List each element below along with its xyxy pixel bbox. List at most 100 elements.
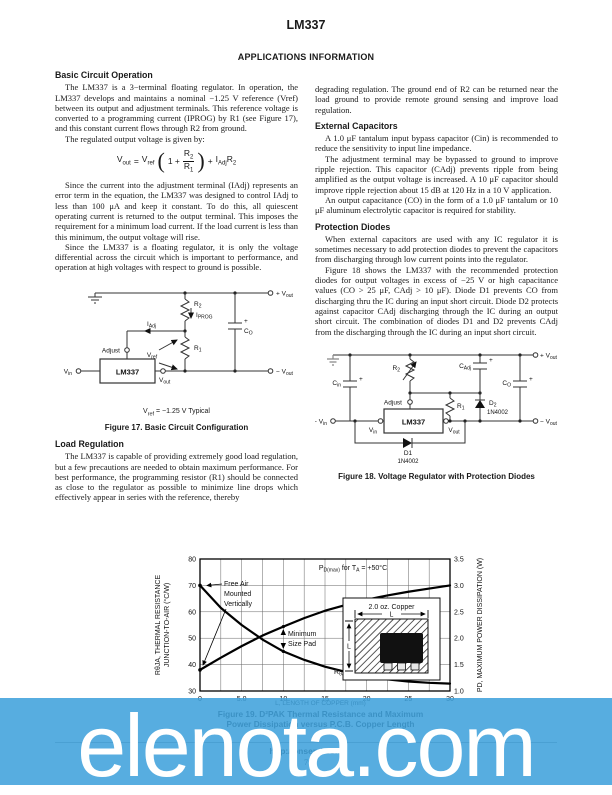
section-title: APPLICATIONS INFORMATION xyxy=(237,52,375,62)
svg-text:2.5: 2.5 xyxy=(454,609,464,616)
free-air-annotation-line2: Mounted xyxy=(224,591,251,598)
ground-symbol xyxy=(327,354,339,366)
minus-vout-label: − Vout xyxy=(276,368,293,377)
min-pad-point-top xyxy=(281,625,285,629)
left-column: Basic Circuit Operation The LM337 is a 3… xyxy=(55,70,298,503)
vin-pin xyxy=(377,418,384,424)
paragraph: Since the LM337 is a floating regulator,… xyxy=(55,241,298,273)
free-air-point-bottom xyxy=(198,668,202,672)
right-column: degrading regulation. The ground end of … xyxy=(313,84,558,483)
resistor-r2 xyxy=(179,298,191,322)
vout-terminal xyxy=(160,367,166,374)
vin-label: Vin xyxy=(369,427,377,436)
heading-protection-diodes: Protection Diodes xyxy=(315,221,391,232)
minus-vout-terminal xyxy=(267,367,274,374)
vref-label: Vref xyxy=(147,352,158,361)
minus-vin-label: − Vin xyxy=(315,418,327,427)
heading-load-regulation: Load Regulation xyxy=(55,439,124,449)
figure18-diagram: + Vout Cin + R2 Adjust xyxy=(313,352,557,465)
heading-external-capacitors: External Capacitors xyxy=(315,120,398,131)
min-pad-annotation-line2: Size Pad xyxy=(288,641,316,648)
capacitor-cadj xyxy=(473,354,487,393)
figure17: + Vout R2 IPROG IAdj Adjust LM337 R1 Vre… xyxy=(55,279,298,433)
fig17-note: Vref = −1.25 V Typical xyxy=(142,408,210,418)
co-label: CO xyxy=(502,380,511,389)
vout-label: Vout xyxy=(448,427,460,436)
copper-pad-inset: 2.0 oz. Copper L L xyxy=(342,597,441,681)
adjust-label: Adjust xyxy=(384,399,402,406)
cadj-label: CAdj xyxy=(459,363,471,372)
adjust-label: Adjust xyxy=(102,347,120,354)
svg-text:1.0: 1.0 xyxy=(454,689,464,696)
svg-text:3.0: 3.0 xyxy=(454,583,464,590)
cin-label: Cin xyxy=(332,380,341,389)
d2-label: D2 xyxy=(489,400,497,409)
free-air-annotation-line3: Vertically xyxy=(224,601,253,608)
iprog-label: IPROG xyxy=(196,312,213,321)
svg-text:60: 60 xyxy=(188,609,196,616)
lm337-box xyxy=(383,408,444,434)
adjust-terminal xyxy=(407,399,413,405)
resistor-r1 xyxy=(444,397,456,417)
paragraph: The LM337 is capable of providing extrem… xyxy=(55,451,298,503)
watermark-band xyxy=(0,698,612,785)
diode-d1 xyxy=(403,437,412,448)
r2-label: R2 xyxy=(194,301,202,310)
fig17-caption: Figure 17. Basic Circuit Configuration xyxy=(104,422,249,432)
svg-text:2.0: 2.0 xyxy=(454,636,464,643)
cin-plus-label: + xyxy=(359,376,363,383)
left-axis-label-line2: JUNCTION-TO-AIR (°C/W) xyxy=(163,583,171,667)
plus-vout-terminal xyxy=(267,289,274,296)
adjust-terminal xyxy=(124,346,130,353)
svg-text:3.5: 3.5 xyxy=(454,557,464,564)
figure17-diagram: + Vout R2 IPROG IAdj Adjust LM337 R1 Vre… xyxy=(64,289,293,386)
vout-label: Vout xyxy=(159,377,171,386)
inset-dim-v-label: L xyxy=(347,644,351,651)
paragraph: Since the current into the adjustment te… xyxy=(55,180,298,242)
diode-d1-branch xyxy=(354,420,466,444)
plus-vout-terminal xyxy=(532,352,539,358)
minus-vout-label: − Vout xyxy=(540,418,557,427)
svg-text:30: 30 xyxy=(188,689,196,696)
min-pad-annotation-line1: Minimum xyxy=(288,631,317,638)
paragraph: degrading regulation. The ground end of … xyxy=(315,84,558,115)
paragraph: The regulated output voltage is given by… xyxy=(65,133,205,144)
pdmax-annotation: PD(max) for TA = +50°C xyxy=(319,564,387,574)
svg-text:80: 80 xyxy=(188,557,196,564)
free-air-point-top xyxy=(198,583,202,588)
vin-label: Vin xyxy=(64,368,72,377)
iadj-label: IAdj xyxy=(147,321,156,330)
paragraph: An output capacitance (CO) in the form o… xyxy=(315,194,558,216)
paragraph: The adjustment terminal may be bypassed … xyxy=(315,153,558,195)
svg-text:50: 50 xyxy=(188,636,196,643)
page-title: LM337 xyxy=(286,18,326,32)
cadj-plus-label: + xyxy=(489,357,493,364)
co-plus-label: + xyxy=(244,318,248,325)
svg-text:1.5: 1.5 xyxy=(454,662,464,669)
paragraph: Figure 18 shows the LM337 with the recom… xyxy=(315,264,558,337)
r2-label: R2 xyxy=(393,365,401,374)
watermark-text: elenota.com xyxy=(77,696,536,795)
chart-series xyxy=(198,584,452,685)
co-plus-label: + xyxy=(529,376,533,383)
ground-symbol xyxy=(88,292,102,304)
lm337-box-label: LM337 xyxy=(116,367,139,376)
inset-dim-h-label: L xyxy=(390,612,394,619)
heading-basic-circuit-operation: Basic Circuit Operation xyxy=(55,70,153,80)
minus-vout-terminal xyxy=(532,418,539,424)
left-axis-label-line1: RθJA, THERMAL RESISTANCE xyxy=(155,575,162,676)
min-pad-point-bottom xyxy=(281,649,285,653)
free-air-annotation-line1: Free Air xyxy=(224,581,249,588)
paragraph: The LM337 is a 3−terminal floating regul… xyxy=(55,82,298,134)
paragraph: A 1.0 μF tantalum input bypass capacitor… xyxy=(315,133,558,154)
d2pak-package xyxy=(380,633,423,663)
right-axis-label: PD, MAXIMUM POWER DISSIPATION (W) xyxy=(477,558,484,692)
figure18: + Vout Cin + R2 Adjust xyxy=(313,343,558,483)
plus-vout-label: + Vout xyxy=(276,290,293,299)
capacitor-co xyxy=(513,354,527,421)
lm337-box-label: LM337 xyxy=(402,417,425,426)
r1-label: R1 xyxy=(457,403,465,412)
r1-label: R1 xyxy=(194,345,202,354)
vin-terminal xyxy=(75,367,82,374)
co-label: CO xyxy=(244,328,253,337)
